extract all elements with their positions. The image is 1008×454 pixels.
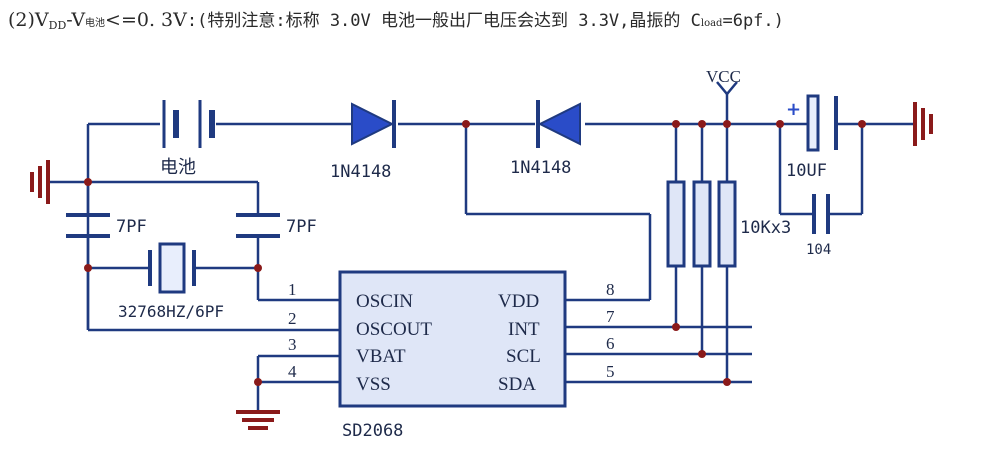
vcc-arrow bbox=[716, 81, 738, 96]
ground-symbol-bottom bbox=[236, 410, 280, 430]
pin-name: VBAT bbox=[356, 346, 406, 367]
pin-number: 2 bbox=[288, 309, 297, 328]
cap-7pf-right-label: 7PF bbox=[286, 217, 317, 237]
crystal-symbol bbox=[148, 242, 196, 294]
resistor-array bbox=[666, 180, 737, 268]
pin-number: 5 bbox=[606, 362, 615, 381]
battery-label: 电池 bbox=[160, 157, 196, 178]
title-tail: =6pf.) bbox=[722, 11, 784, 31]
ground-symbol-right bbox=[913, 102, 933, 146]
pin-name: SCL bbox=[506, 346, 541, 367]
cap-104-label: 104 bbox=[806, 242, 831, 258]
ground-symbol-left bbox=[30, 160, 50, 204]
pin-name: VDD bbox=[498, 291, 539, 312]
vdd-subscript: DD bbox=[48, 19, 67, 32]
plus-label: + bbox=[786, 99, 801, 120]
pin-number: 6 bbox=[606, 334, 615, 353]
capacitor-10uf bbox=[806, 94, 838, 152]
capacitor-7pf-left bbox=[66, 213, 110, 238]
junction-nodes bbox=[84, 120, 866, 386]
chip-name-label: SD2068 bbox=[342, 421, 403, 441]
pin-number: 7 bbox=[606, 307, 615, 326]
pin-number: 4 bbox=[288, 362, 297, 381]
title-note: :(特别注意:标称 3.0V 电池一般出厂电压会达到 3.3V,晶振的 C bbox=[186, 11, 701, 31]
page-title: (2)VDD-V电池<=0. 3V:(特别注意:标称 3.0V 电池一般出厂电压… bbox=[8, 6, 784, 40]
cap-7pf-left-label: 7PF bbox=[116, 217, 147, 237]
crystal-label: 32768HZ/6PF bbox=[118, 302, 224, 321]
diode-1-label: 1N4148 bbox=[330, 162, 391, 182]
pin-number: 1 bbox=[288, 280, 297, 299]
battery-subscript: 电池 bbox=[85, 18, 106, 29]
diode-2-symbol bbox=[536, 100, 581, 148]
cap-10uf-label: 10UF bbox=[786, 161, 827, 181]
diode-1-symbol bbox=[351, 100, 396, 148]
wires bbox=[48, 92, 915, 412]
pin-name: OSCOUT bbox=[356, 319, 432, 340]
pin-name: OSCIN bbox=[356, 291, 413, 312]
pin-name: VSS bbox=[356, 374, 391, 395]
diode-2-label: 1N4148 bbox=[510, 158, 571, 178]
pin-name: INT bbox=[508, 319, 540, 340]
load-subscript: load bbox=[700, 18, 723, 29]
pin-number: 3 bbox=[288, 335, 297, 354]
title-prefix: (2)V bbox=[8, 9, 49, 31]
battery-symbol bbox=[162, 100, 215, 148]
title-dash-v: -V bbox=[66, 9, 86, 31]
pin-number: 8 bbox=[606, 280, 615, 299]
title-condition: <=0. 3V bbox=[105, 9, 187, 31]
pin-name: SDA bbox=[498, 374, 536, 395]
chip-body bbox=[338, 270, 567, 408]
vcc-label: VCC bbox=[706, 67, 741, 86]
capacitor-7pf-right bbox=[236, 213, 280, 238]
resistor-label: 10Kx3 bbox=[740, 218, 791, 238]
capacitor-104 bbox=[812, 194, 830, 234]
